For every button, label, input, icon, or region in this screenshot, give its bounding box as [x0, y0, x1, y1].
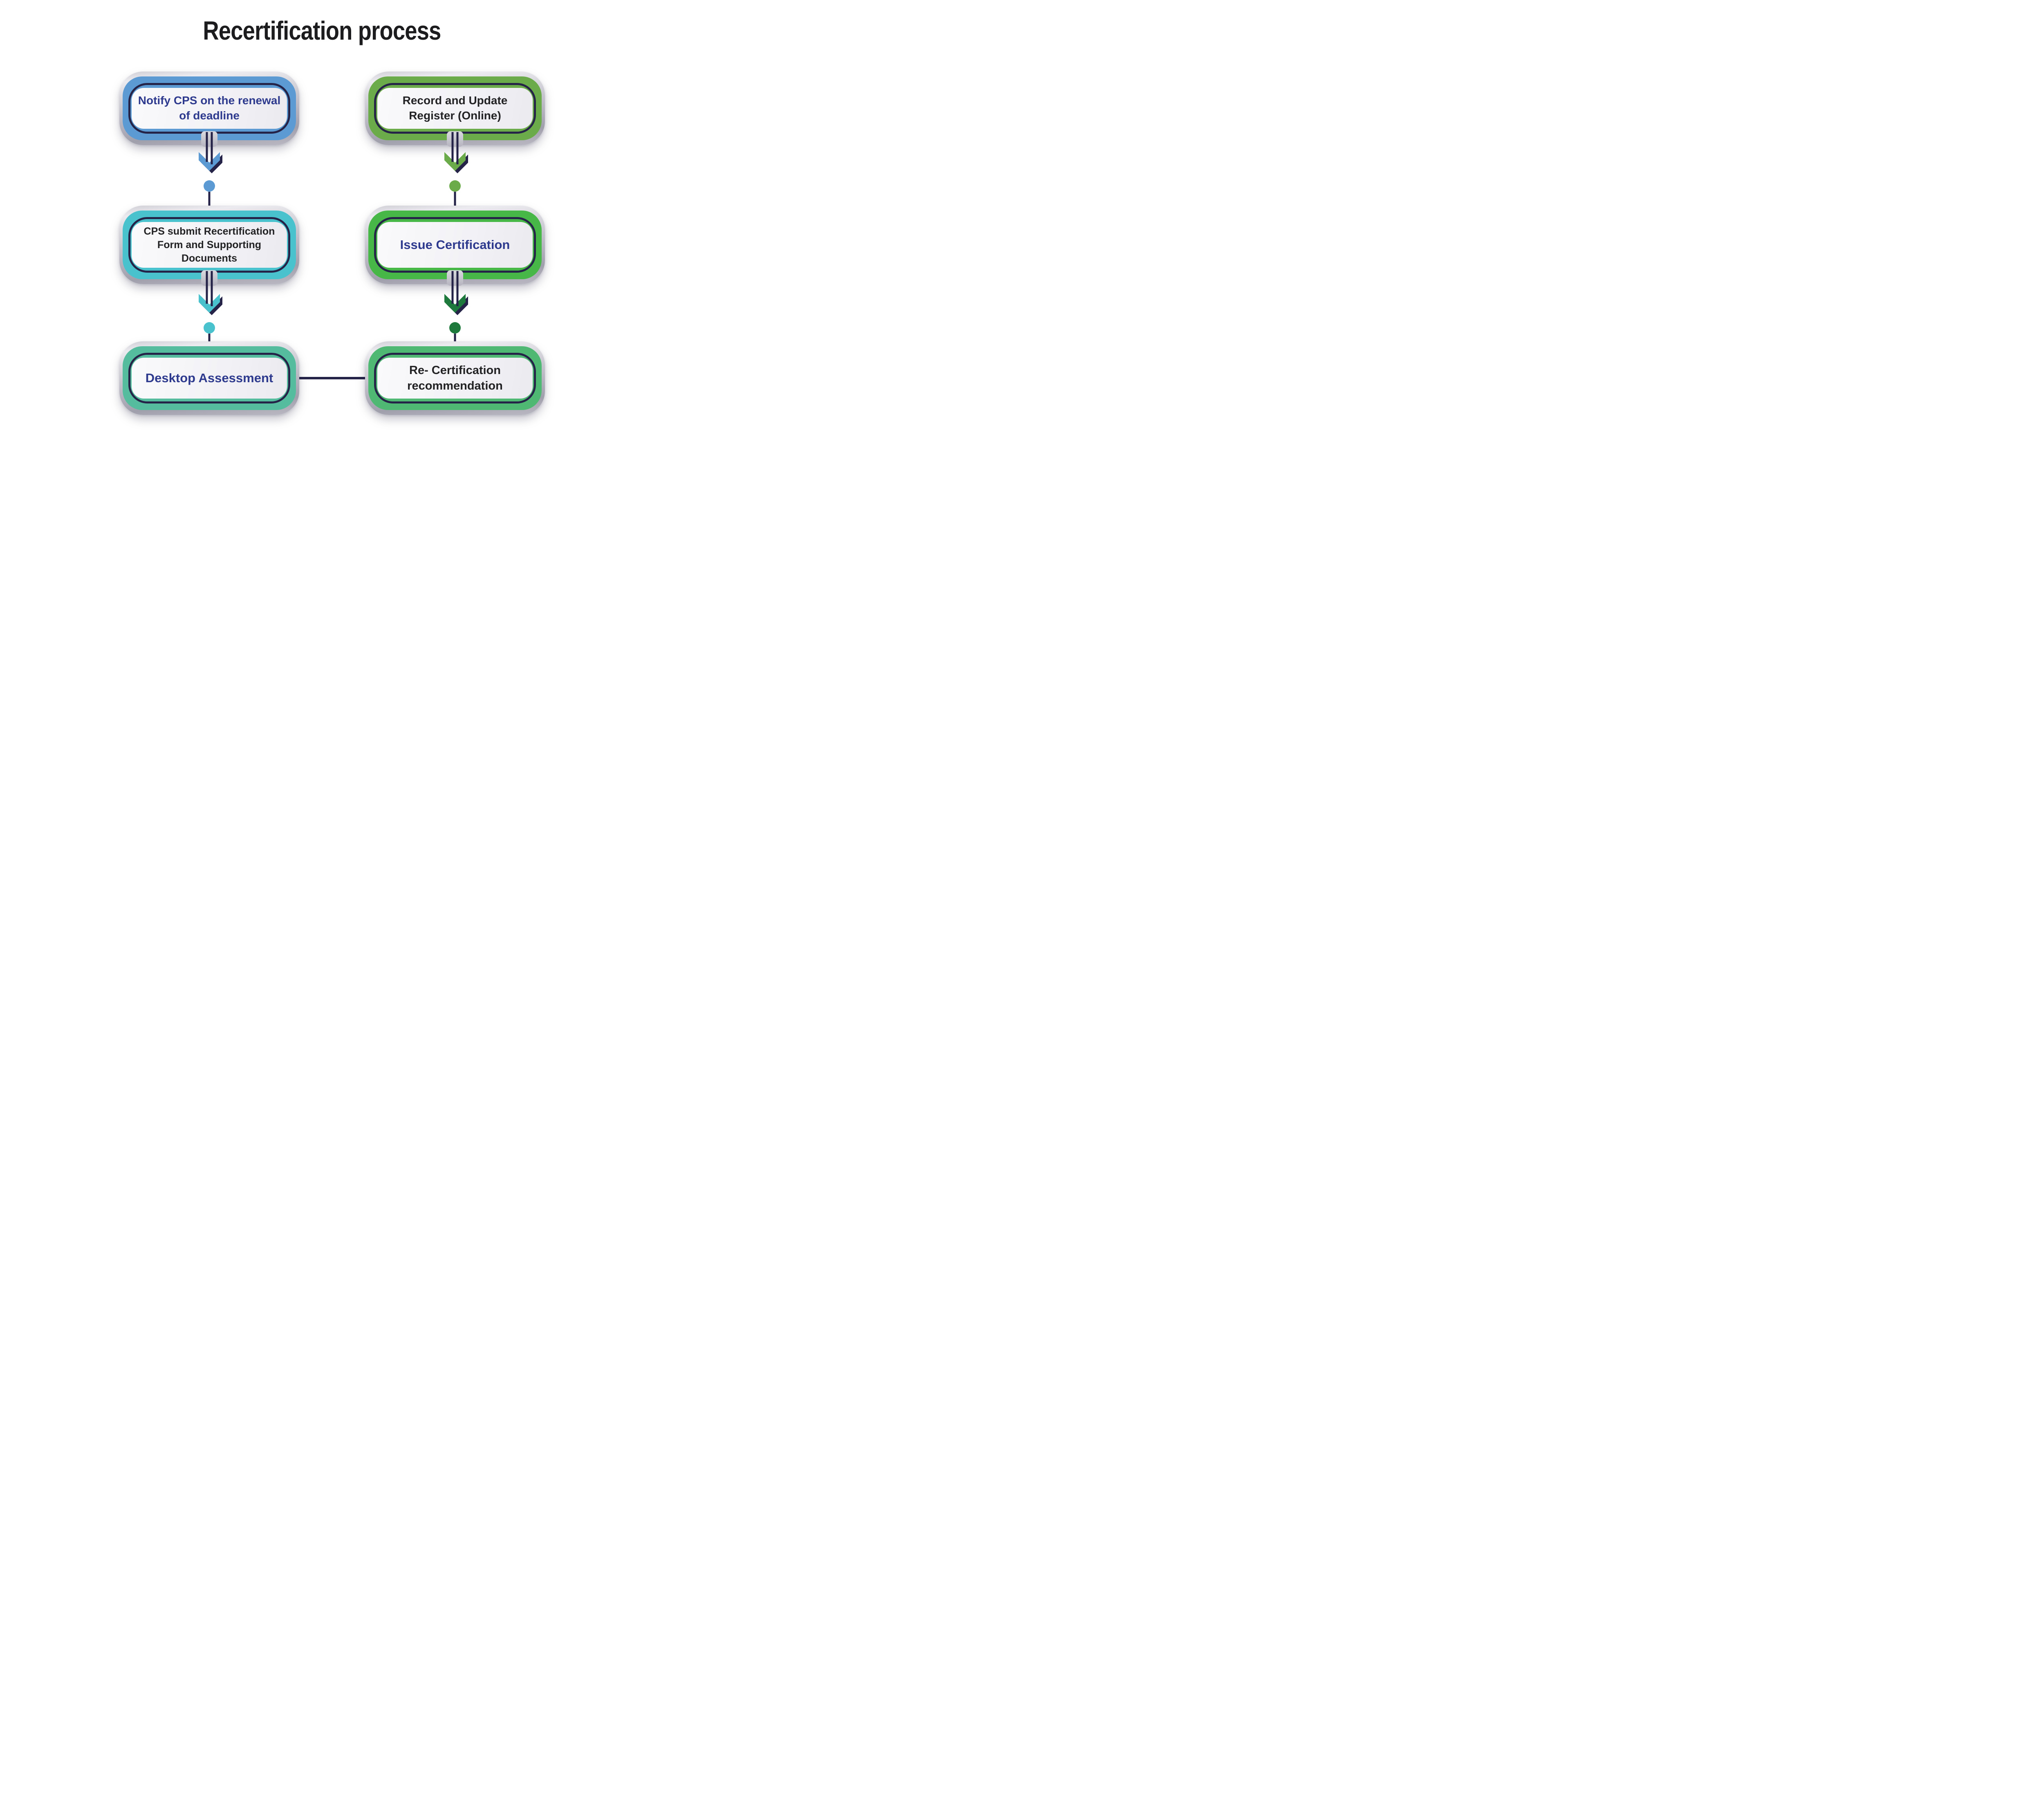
band-notch [201, 270, 217, 286]
connector-desktop-to-recommendation [299, 377, 365, 379]
node-label: Notify CPS on the renewal of deadline [138, 94, 281, 122]
node-core: Desktop Assessment [132, 358, 287, 399]
node-stripe [128, 353, 290, 403]
band-notch [447, 131, 463, 147]
arrow-shaft-left [451, 271, 454, 304]
connector-stem [208, 192, 211, 206]
recertification-flowchart: Recertification process Notify CPS on th… [0, 0, 644, 454]
node-band: CPS submit Recertification Form and Supp… [123, 211, 296, 279]
node-band: Desktop Assessment [123, 346, 296, 410]
node-band: Issue Certification [368, 211, 542, 279]
connector-issue-to-recommendation [444, 270, 468, 341]
chevron-down-icon [444, 294, 466, 313]
node-label: Re- Certification recommendation [407, 363, 503, 392]
arrow-shaft-right [211, 132, 213, 164]
node-band: Record and Update Register (Online) [368, 76, 542, 140]
arrow-shaft-left [206, 132, 208, 162]
chevron-down-icon [444, 152, 466, 171]
node-label: Desktop Assessment [145, 370, 273, 385]
node-recertification-recommendation: Re- Certification recommendation [365, 341, 545, 415]
page-title-wrap: Recertification process [0, 16, 644, 46]
chevron-down-icon [199, 152, 220, 171]
connector-stem [454, 192, 456, 206]
node-notify-cps: Notify CPS on the renewal of deadline [119, 72, 299, 145]
node-label: Issue Certification [400, 237, 510, 252]
node-label: CPS submit Recertification Form and Supp… [143, 225, 275, 264]
arrow-shaft-right [456, 132, 459, 164]
node-core: Record and Update Register (Online) [377, 88, 533, 129]
node-core: CPS submit Recertification Form and Supp… [132, 222, 287, 268]
node-shell: Desktop Assessment [119, 341, 299, 415]
node-band: Notify CPS on the renewal of deadline [123, 76, 296, 140]
node-label: Record and Update Register (Online) [402, 94, 508, 122]
node-core: Notify CPS on the renewal of deadline [132, 88, 287, 129]
band-notch [447, 270, 463, 286]
node-core: Issue Certification [377, 222, 533, 268]
node-core: Re- Certification recommendation [377, 358, 533, 399]
node-shell: Notify CPS on the renewal of deadline [119, 72, 299, 145]
arrow-shaft-right [211, 271, 213, 306]
connector-record-to-issue [444, 131, 468, 206]
connector-dot [204, 180, 215, 192]
connector-dot [449, 322, 461, 334]
connector-stem [454, 334, 456, 341]
connector-dot [449, 180, 461, 192]
chevron-down-icon [199, 294, 220, 313]
arrow-shaft-left [451, 132, 454, 162]
node-desktop-assessment: Desktop Assessment [119, 341, 299, 415]
node-band: Re- Certification recommendation [368, 346, 542, 410]
page-title: Recertification process [203, 16, 441, 45]
arrow-shaft-left [206, 271, 208, 304]
connector-submit-to-desktop [199, 270, 222, 341]
connector-stem [208, 334, 211, 341]
node-stripe [374, 353, 536, 403]
arrow-shaft-right [456, 271, 459, 306]
connector-dot [204, 322, 215, 334]
band-notch [201, 131, 217, 147]
connector-notify-to-submit [199, 131, 222, 206]
node-shell: Re- Certification recommendation [365, 341, 545, 415]
